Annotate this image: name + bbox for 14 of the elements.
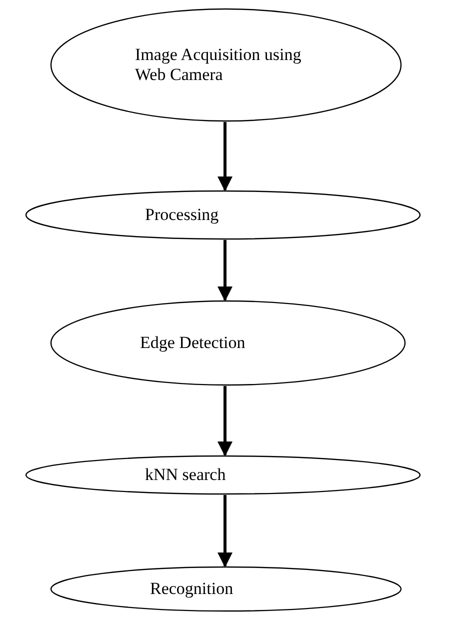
arrow <box>218 495 232 568</box>
process-ellipse <box>50 300 406 386</box>
process-ellipse <box>25 190 421 240</box>
node-label: Image Acquisition using Web Camera <box>135 45 302 85</box>
process-ellipse <box>50 566 402 612</box>
node-label: Recognition <box>150 579 234 599</box>
arrow <box>218 240 232 302</box>
process-ellipse <box>50 8 402 122</box>
process-ellipse <box>25 455 421 495</box>
arrow <box>218 386 232 456</box>
arrow <box>218 122 232 192</box>
node-label: Edge Detection <box>140 333 246 353</box>
node-label: Processing <box>145 205 220 225</box>
node-label: kNN search <box>145 465 227 485</box>
